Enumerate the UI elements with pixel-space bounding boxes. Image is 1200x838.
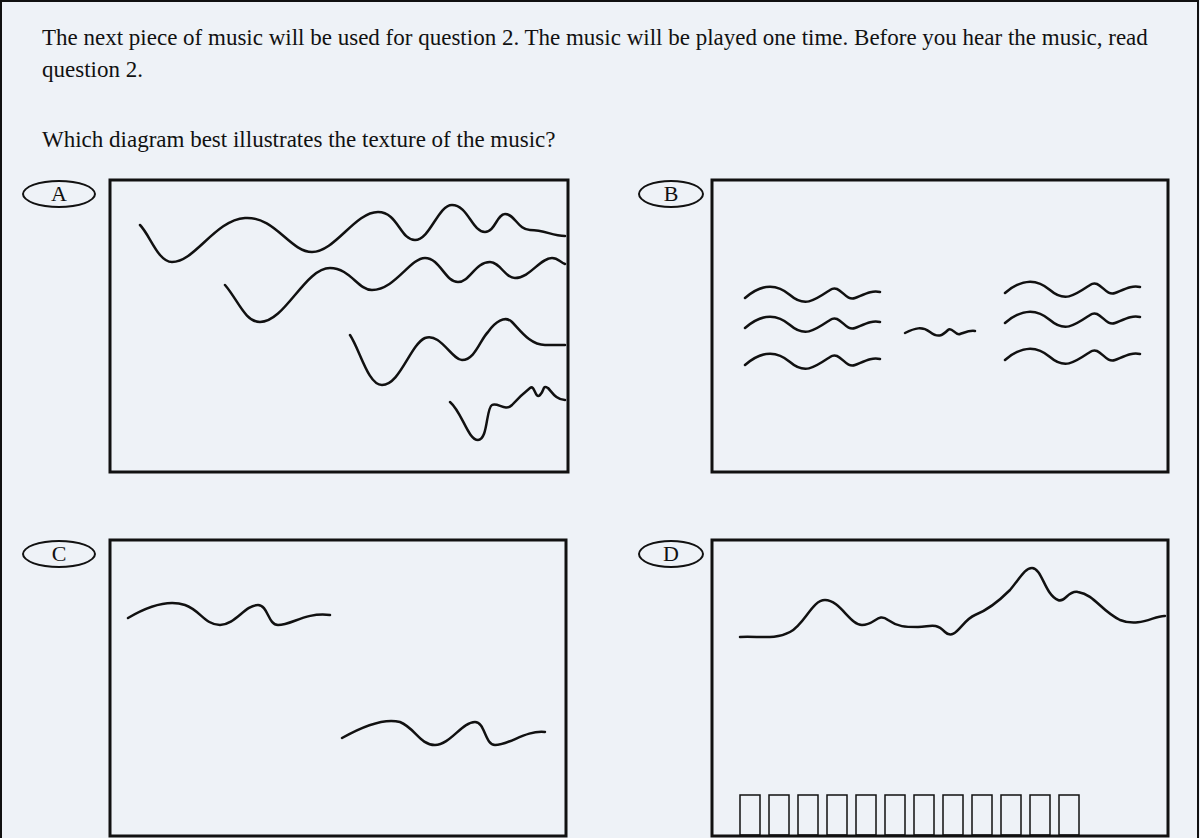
- melody-line: [128, 603, 330, 625]
- solo-wave: [905, 328, 975, 335]
- option-oval: A: [22, 180, 96, 208]
- question-text: Which diagram best illustrates the textu…: [42, 124, 1162, 156]
- option-box: [712, 540, 1168, 836]
- melody-line: [450, 387, 565, 440]
- melody-line: [225, 258, 565, 322]
- chord-wave: [745, 287, 880, 369]
- melody-line: [342, 721, 545, 745]
- chord-wave: [1005, 282, 1140, 364]
- melody-line: [350, 319, 565, 385]
- melody-line: [740, 568, 1165, 637]
- option-box: [110, 540, 566, 836]
- option-letter: A: [51, 183, 67, 205]
- option-oval: B: [638, 180, 704, 208]
- question-text: The next piece of music will be used for…: [42, 22, 1162, 86]
- option-oval: C: [22, 540, 96, 568]
- melody-line: [140, 205, 565, 262]
- option-box: [712, 180, 1168, 472]
- option-box: [110, 180, 568, 472]
- option-letter: D: [663, 543, 679, 565]
- option-oval: D: [638, 540, 704, 568]
- option-letter: C: [52, 543, 67, 565]
- accompaniment-bars: [740, 795, 1079, 835]
- option-letter: B: [664, 183, 679, 205]
